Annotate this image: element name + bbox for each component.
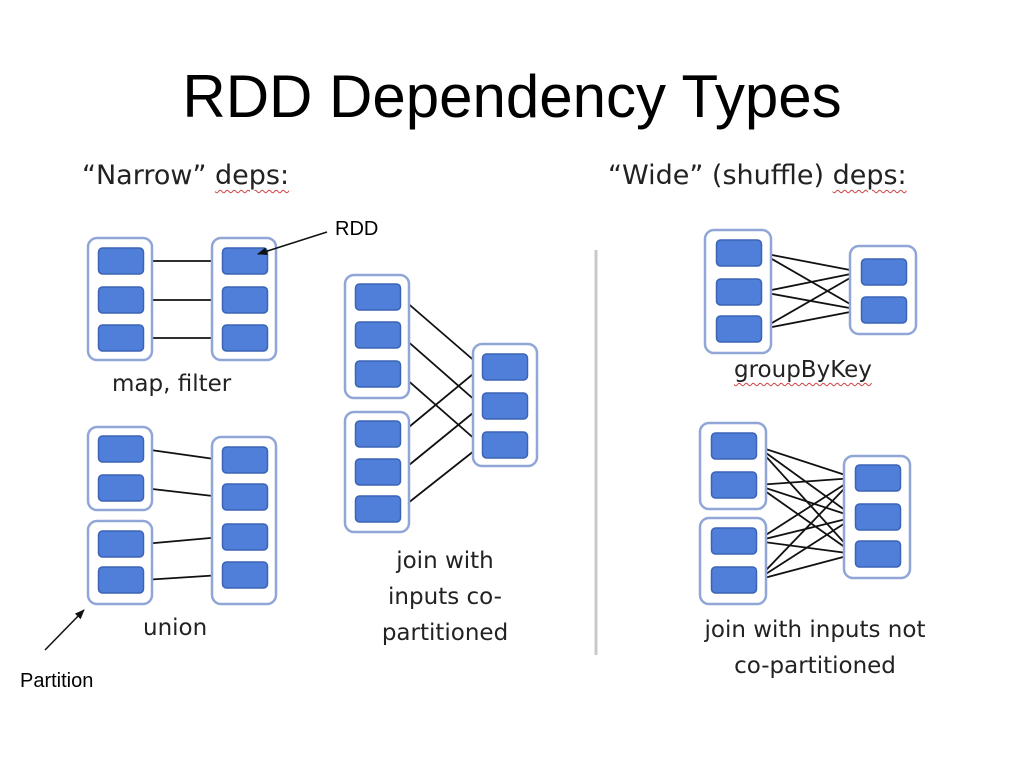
groupbykey-child-rdd [848,244,918,336]
narrow-heading-quoted: “Narrow” [82,160,207,191]
join-co-parent-rdd-a [343,273,411,400]
partition-block [860,296,908,324]
partition-block [710,566,758,594]
partition-block [860,258,908,286]
join-co-dependency-arrow [399,373,483,446]
partition-block [97,530,145,558]
union-child-rdd [210,435,278,606]
partition-block [710,527,758,555]
partition-block [854,540,902,568]
partition-block [354,321,402,349]
join-co-caption-line-1: join with [396,548,494,574]
groupbykey-caption-text: groupByKey [734,357,872,383]
groupbykey-parent-rdd [703,228,773,355]
join-wide-shuffle-arrow [756,552,856,581]
groupbykey-shuffle-arrow [761,271,862,330]
partition-block [97,247,145,275]
partition-block [715,239,763,267]
join-co-partitioned-caption: join with inputs co- partitioned [360,543,530,651]
join-co-dependency-arrow [399,296,483,368]
join-wide-shuffle-arrow [755,477,856,581]
join-wide-shuffle-arrow [756,484,856,519]
partition-callout-label: Partition [20,670,94,692]
join-not-co-caption-line-2: co-partitioned [734,653,896,679]
partition-block [481,353,529,381]
join-co-caption-line-2: inputs co- [388,584,502,610]
partition-block [221,247,269,275]
groupbykey-shuffle-arrow [761,252,862,275]
join-co-dependency-arrow [399,366,483,435]
partition-block [221,523,269,551]
wide-deps-heading: “Wide” (shuffle) deps: [608,160,907,191]
rdd-callout-label: RDD [335,218,379,240]
map-filter-caption: map, filter [112,371,232,397]
join-wide-shuffle-arrow [755,484,856,555]
partition-block [221,561,269,589]
map-filter-child-rdd [210,236,278,362]
join-wide-child-rdd [842,454,912,580]
partition-block [481,392,529,420]
partition-block [221,483,269,511]
partition-callout-pointer [44,609,85,651]
join-wide-shuffle-arrow [755,445,856,555]
groupbykey-shuffle-arrow [761,269,862,293]
groupbykey-caption: groupByKey [734,352,872,388]
partition-block [715,278,763,306]
partition-block [354,420,402,448]
partition-block [354,283,402,311]
join-not-co-partitioned-caption: join with inputs not co-partitioned [680,612,950,684]
partition-block [354,495,402,523]
join-wide-shuffle-arrow [756,474,856,486]
join-wide-parent-rdd-a [698,421,768,511]
join-co-child-rdd [471,342,539,468]
partition-block [221,286,269,314]
rdd-callout-pointer [257,231,328,256]
narrow-deps-heading: “Narrow” deps: [82,160,289,191]
union-dependency-arrow [143,487,223,500]
partition-block [854,464,902,492]
wide-heading-deps: deps: [832,160,907,191]
join-not-co-caption-line-1: join with inputs not [704,617,926,643]
join-co-caption-line-3: partitioned [381,620,509,646]
join-co-dependency-arrow [399,444,483,510]
partition-block [854,503,902,531]
union-parent-rdd-b [86,519,154,606]
join-co-dependency-arrow [399,405,483,473]
union-dependency-arrow [143,448,223,463]
partition-block [354,360,402,388]
join-wide-shuffle-arrow [756,445,856,480]
join-wide-shuffle-arrow [756,477,856,542]
slide-title: RDD Dependency Types [182,63,842,130]
partition-block [97,474,145,502]
partition-block [221,446,269,474]
partition-block [221,324,269,352]
partition-block [710,471,758,499]
partition-block [97,435,145,463]
join-wide-parent-rdd-b [698,516,768,606]
wide-heading-quoted: “Wide” (shuffle) [608,160,824,191]
partition-block [710,432,758,460]
union-caption: union [143,615,208,641]
partition-block [354,458,402,486]
union-parent-rdd-a [86,425,154,512]
union-dependency-arrow [143,571,223,581]
groupbykey-shuffle-arrow [761,307,862,330]
union-dependency-arrow [143,533,223,545]
narrow-heading-deps: deps: [215,160,290,191]
partition-block [715,315,763,343]
join-co-parent-rdd-b [343,410,411,534]
join-co-dependency-arrow [399,334,483,407]
partition-block [97,324,145,352]
partition-block [481,431,529,459]
map-filter-parent-rdd [86,236,154,362]
join-wide-shuffle-arrow [756,516,856,581]
partition-block [97,286,145,314]
partition-block [97,566,145,594]
